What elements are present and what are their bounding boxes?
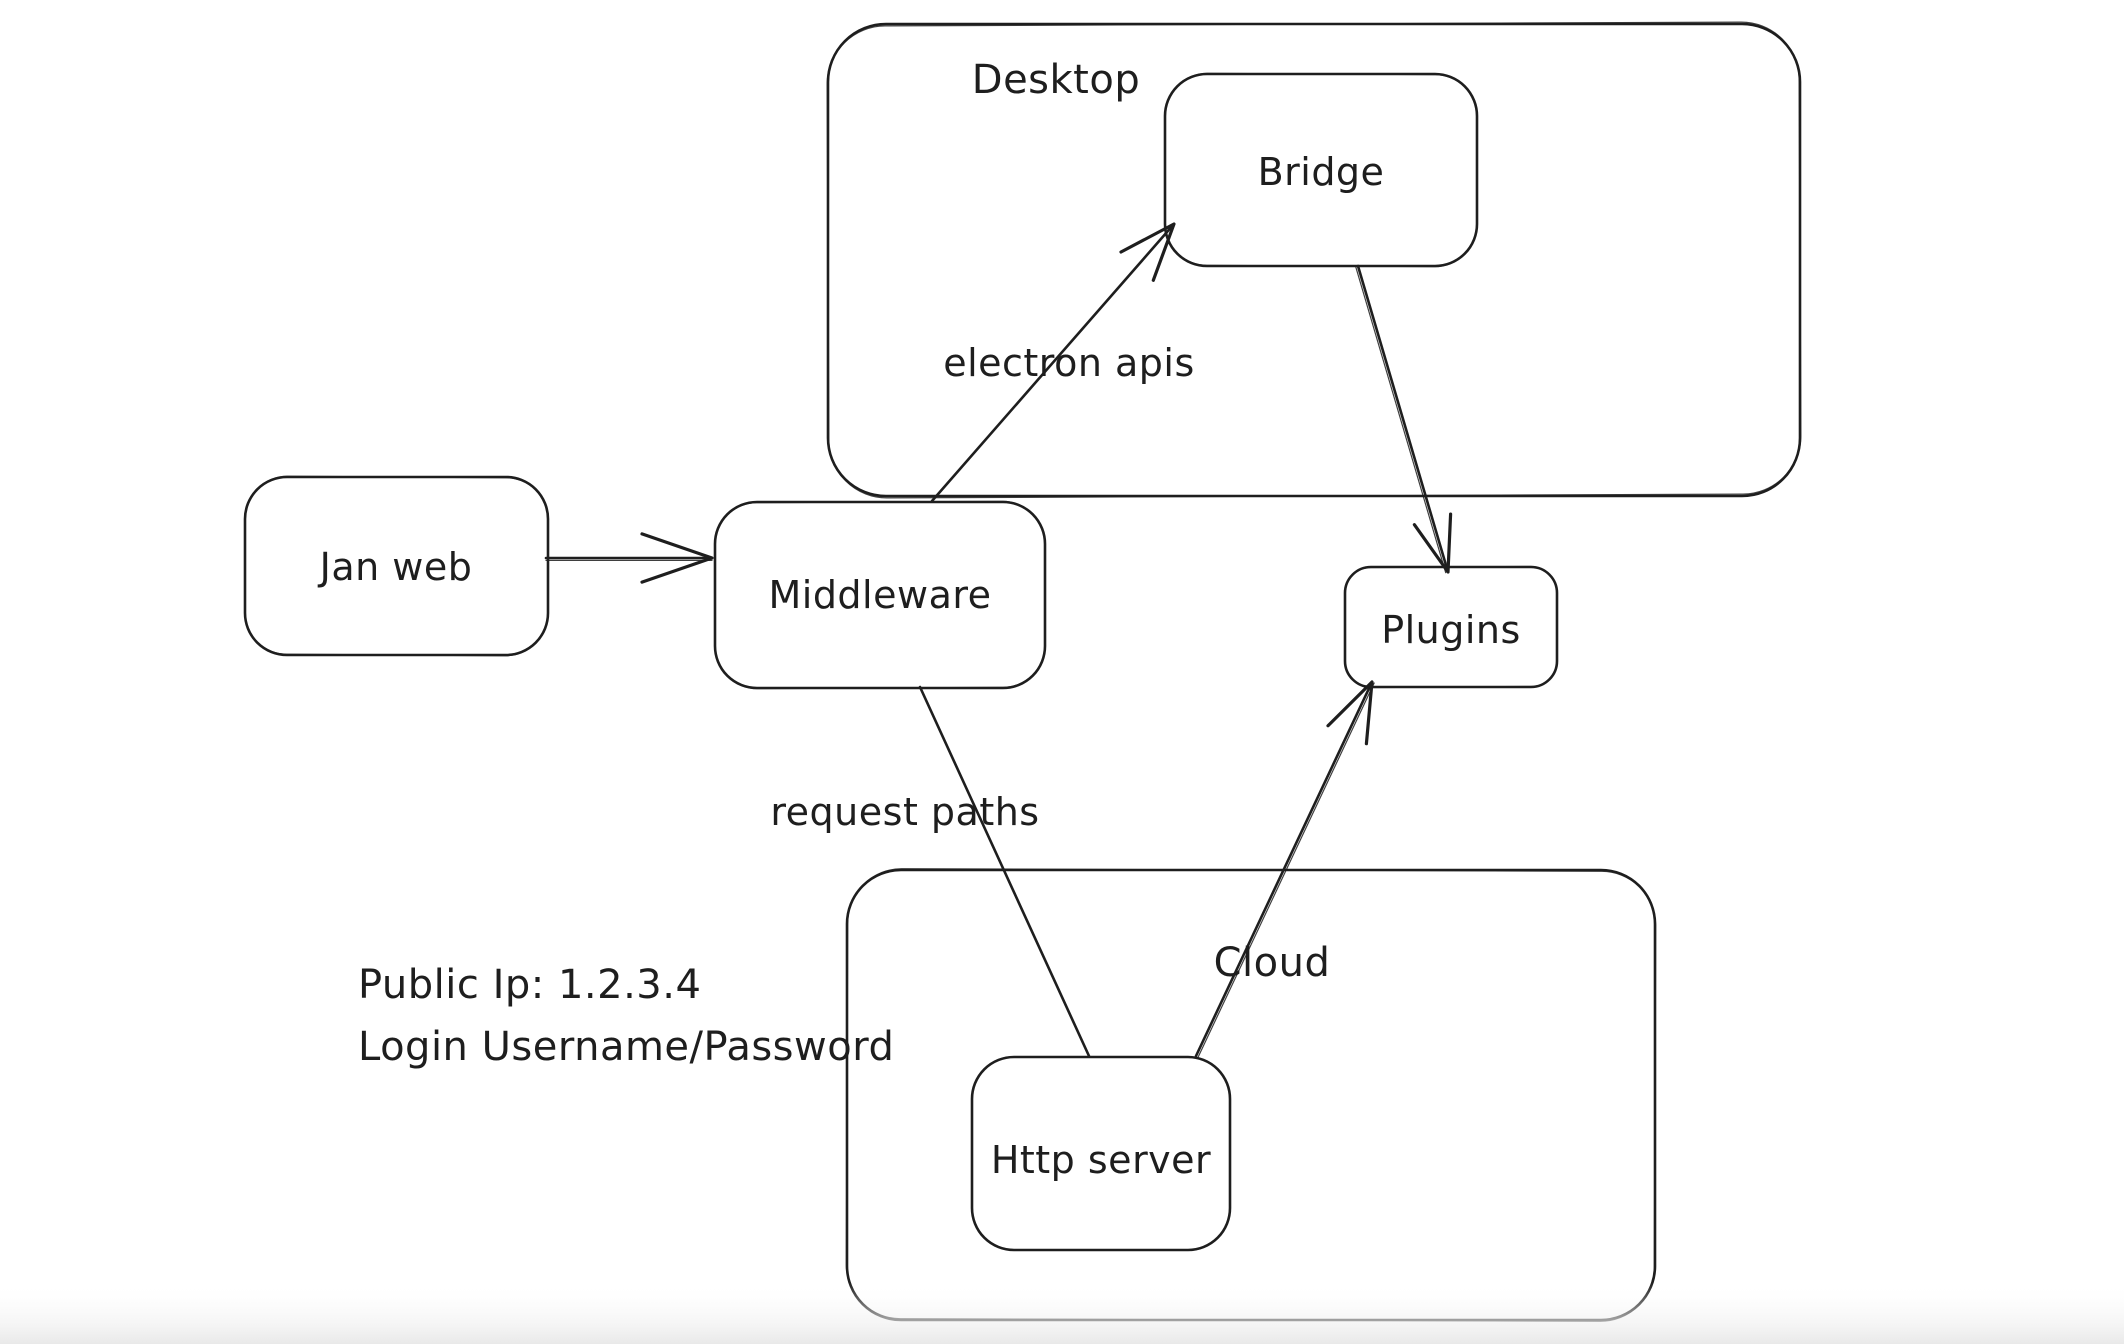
node-jan-web-sketch-pass xyxy=(244,475,549,657)
edge-bridge-to-plugins-sketch-pass xyxy=(1355,266,1447,574)
node-middleware[interactable]: Middleware xyxy=(713,500,1047,690)
edge-httpserver-to-plugins-line[interactable] xyxy=(1194,680,1374,1058)
edge-middleware-to-bridge-label[interactable]: electron apis xyxy=(943,341,1195,385)
node-jan-web-label[interactable]: Jan web xyxy=(318,545,473,589)
edge-httpserver-to-plugins-sketch-pass xyxy=(1197,682,1375,1058)
edge-janweb-to-middleware[interactable] xyxy=(544,532,714,584)
container-desktop-label[interactable]: Desktop xyxy=(972,57,1140,103)
node-plugins[interactable]: Plugins xyxy=(1343,565,1559,689)
edge-httpserver-to-plugins-arrowhead-icon xyxy=(1326,680,1374,746)
annotation-credentials-note-line-2[interactable]: Login Username/Password xyxy=(358,1024,894,1070)
bottom-fade-strip xyxy=(0,1282,2124,1344)
node-plugins-label[interactable]: Plugins xyxy=(1381,608,1521,652)
node-http-server-label[interactable]: Http server xyxy=(991,1138,1211,1182)
container-desktop[interactable]: Desktop xyxy=(826,21,1802,499)
node-middleware-label[interactable]: Middleware xyxy=(768,573,991,617)
edge-bridge-to-plugins[interactable] xyxy=(1355,264,1453,574)
node-http-server[interactable]: Http server xyxy=(970,1055,1232,1252)
edge-httpserver-to-plugins[interactable] xyxy=(1194,680,1375,1058)
edge-middleware-to-httpserver-label[interactable]: request paths xyxy=(770,790,1039,834)
node-bridge-label[interactable]: Bridge xyxy=(1258,150,1385,194)
edge-middleware-to-httpserver[interactable]: request paths xyxy=(770,685,1091,1058)
edge-middleware-to-bridge-line[interactable] xyxy=(930,222,1176,503)
node-plugins-sketch-pass xyxy=(1344,565,1558,689)
container-desktop-sketch-pass xyxy=(826,21,1802,499)
node-bridge[interactable]: Bridge xyxy=(1163,72,1479,268)
edge-bridge-to-plugins-line[interactable] xyxy=(1356,264,1450,574)
edge-middleware-to-bridge-arrowhead-icon xyxy=(1119,222,1176,282)
edge-middleware-to-bridge[interactable]: electron apis xyxy=(930,222,1195,503)
edge-middleware-to-httpserver-line[interactable] xyxy=(918,685,1091,1058)
node-bridge-sketch-pass xyxy=(1164,72,1478,268)
node-jan-web[interactable]: Jan web xyxy=(243,475,550,657)
node-middleware-sketch-pass xyxy=(714,500,1046,690)
edges-layer: electron apis request paths xyxy=(544,222,1453,1058)
node-http-server-sketch-pass xyxy=(971,1055,1231,1252)
annotation-credentials-note-line-1[interactable]: Public Ip: 1.2.3.4 xyxy=(358,962,701,1008)
edge-bridge-to-plugins-arrowhead-icon xyxy=(1412,512,1453,574)
edge-janweb-to-middleware-arrowhead-icon xyxy=(640,532,714,584)
